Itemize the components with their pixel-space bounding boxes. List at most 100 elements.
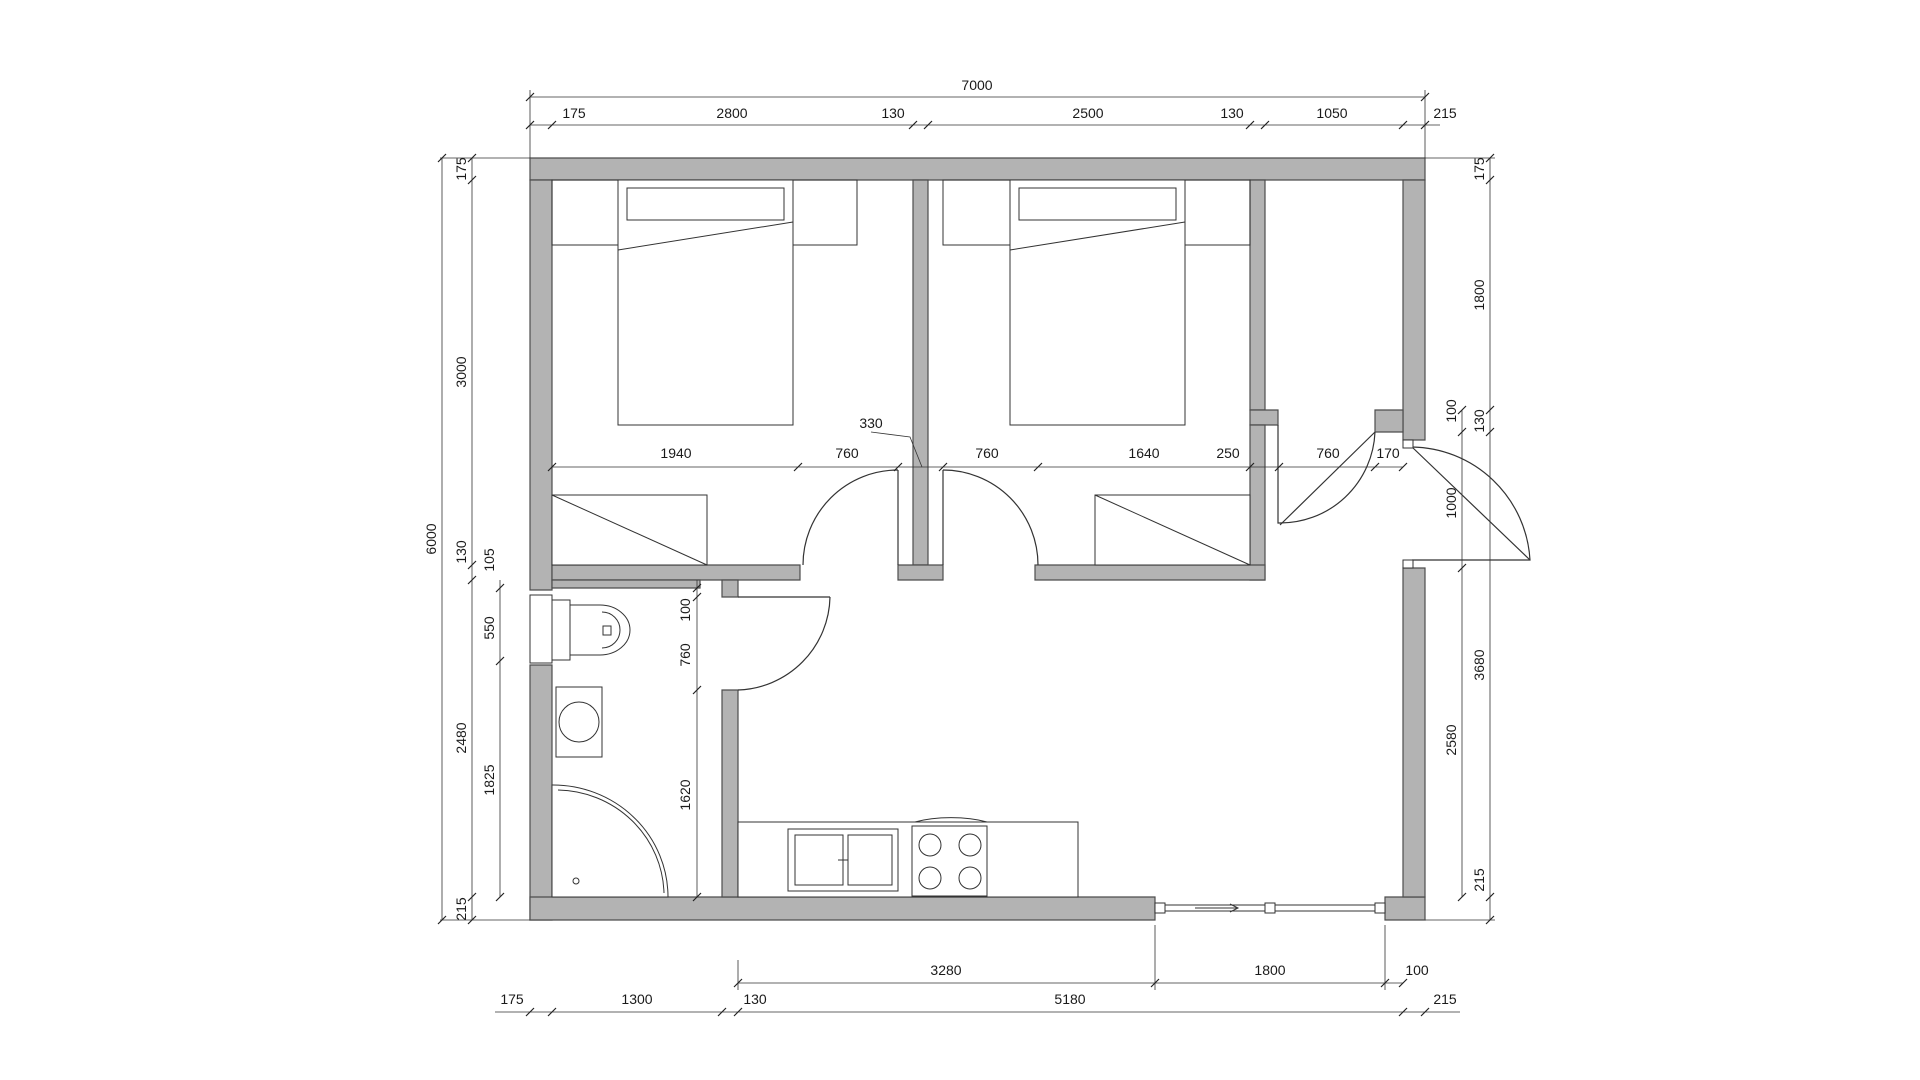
dim-bottom-lower-5: 215 bbox=[1433, 991, 1457, 1007]
bed1-blanket-line bbox=[617, 221, 794, 251]
wall-bottom-left bbox=[529, 896, 1156, 921]
dim-right-1: 175 bbox=[1471, 157, 1487, 181]
toilet-flush-dot bbox=[602, 625, 612, 636]
wall-right-upper bbox=[1402, 179, 1426, 441]
burner-4 bbox=[958, 866, 982, 890]
dim-mid-7: 170 bbox=[1376, 445, 1400, 461]
wall-bedroom1-bottom bbox=[551, 564, 801, 581]
wall-bedroom2-bottom bbox=[1034, 564, 1266, 581]
shower-tray-inner bbox=[557, 789, 665, 894]
walls bbox=[529, 157, 1426, 921]
door-entrance-jamb-bottom bbox=[1402, 559, 1414, 569]
shower-tray bbox=[551, 784, 669, 898]
door-bathroom-swing bbox=[737, 596, 831, 691]
wall-bathroom-cap bbox=[721, 579, 739, 598]
door-balcony-arrow bbox=[1195, 903, 1240, 913]
washbasin-bowl bbox=[558, 701, 600, 743]
dim-bottom-lower-1: 175 bbox=[500, 991, 524, 1007]
dim-bottom-upper-2: 1800 bbox=[1254, 962, 1285, 978]
wall-bathroom-right bbox=[721, 689, 739, 898]
wardrobe1-diagonal bbox=[551, 494, 708, 566]
dim-mid-1: 1940 bbox=[660, 445, 691, 461]
bed1-pillow bbox=[626, 187, 785, 221]
door-bedroom1-swing bbox=[802, 469, 899, 566]
window-frame bbox=[529, 594, 553, 664]
wall-bedrooms-partition bbox=[912, 179, 929, 566]
dim-bath-2: 760 bbox=[677, 643, 693, 667]
cooktop-hood-arc bbox=[914, 817, 988, 823]
door-balcony-frame-mid bbox=[1264, 902, 1276, 914]
bed2 bbox=[1009, 179, 1186, 426]
dim-right-3: 130 bbox=[1471, 409, 1487, 433]
wall-top bbox=[529, 157, 1426, 181]
wall-left-upper bbox=[529, 179, 553, 591]
door-closet-swing bbox=[1277, 425, 1376, 524]
dim-bath-1: 100 bbox=[677, 598, 693, 622]
toilet-tank bbox=[551, 599, 571, 661]
dim-mid-3: 760 bbox=[975, 445, 999, 461]
dim-mid-6: 760 bbox=[1316, 445, 1340, 461]
dim-bottom-upper-3: 100 bbox=[1405, 962, 1429, 978]
dimensions-bottom: 3280 1800 100 175 1300 130 5180 215 bbox=[495, 925, 1460, 1017]
wall-bottom-right bbox=[1384, 896, 1426, 921]
dimensions-bathroom: 100 760 1620 bbox=[677, 580, 702, 902]
dim-left-4: 2480 bbox=[453, 722, 469, 753]
wall-left-lower bbox=[529, 664, 553, 921]
dim-bath-3: 1620 bbox=[677, 779, 693, 810]
dim-left-3: 130 bbox=[453, 540, 469, 564]
dim-left-inner-2: 550 bbox=[481, 616, 497, 640]
dim-bottom-upper-1: 3280 bbox=[930, 962, 961, 978]
burner-2 bbox=[958, 833, 982, 857]
dim-right-inner-3: 2580 bbox=[1443, 724, 1459, 755]
dim-left-overall: 6000 bbox=[423, 523, 439, 554]
wall-partition-foot bbox=[897, 564, 944, 581]
wall-closet-partition bbox=[1249, 179, 1266, 411]
wall-closet-partition-lower bbox=[1249, 424, 1266, 581]
dim-mid-4: 1640 bbox=[1128, 445, 1159, 461]
dim-top-4: 2500 bbox=[1072, 105, 1103, 121]
dim-mid-label: 330 bbox=[859, 415, 883, 431]
doors bbox=[737, 425, 1531, 914]
dim-bottom-lower-2: 1300 bbox=[621, 991, 652, 1007]
bed2-pillow bbox=[1018, 187, 1177, 221]
dimensions-left: 6000 175 3000 130 2480 215 105 550 1825 bbox=[423, 153, 530, 925]
shower-drain bbox=[572, 877, 580, 885]
dim-right-inner-2: 1000 bbox=[1443, 487, 1459, 518]
wall-bathroom-top bbox=[551, 579, 701, 589]
dimensions-right: 175 1800 130 3680 215 100 1000 2580 bbox=[1425, 153, 1495, 925]
dim-top-7: 215 bbox=[1433, 105, 1457, 121]
dim-bottom-lower-3: 130 bbox=[743, 991, 767, 1007]
dim-top-6: 1050 bbox=[1316, 105, 1347, 121]
door-balcony-frame-right bbox=[1374, 902, 1386, 914]
door-balcony-frame-left bbox=[1154, 902, 1166, 914]
dim-right-5: 215 bbox=[1471, 868, 1487, 892]
furniture bbox=[529, 179, 1251, 898]
dim-top-2: 2800 bbox=[716, 105, 747, 121]
wall-closet-nib bbox=[1249, 409, 1279, 426]
door-bedroom2-swing bbox=[942, 469, 1039, 566]
dim-right-inner-1: 100 bbox=[1443, 399, 1459, 423]
dim-top-5: 130 bbox=[1220, 105, 1244, 121]
dim-right-2: 1800 bbox=[1471, 279, 1487, 310]
dim-left-2: 3000 bbox=[453, 356, 469, 387]
burner-3 bbox=[918, 866, 942, 890]
dimensions-top: 7000 175 2800 130 2500 130 1050 215 bbox=[525, 77, 1457, 158]
toilet-seat bbox=[601, 611, 621, 649]
dim-top-3: 130 bbox=[881, 105, 905, 121]
bed1 bbox=[617, 179, 794, 426]
dim-right-4: 3680 bbox=[1471, 649, 1487, 680]
burner-1 bbox=[918, 833, 942, 857]
wardrobe2-diagonal bbox=[1094, 494, 1251, 566]
door-closet-leaf bbox=[1279, 431, 1376, 526]
door-entrance-swing bbox=[1411, 446, 1531, 561]
wall-right-lower bbox=[1402, 567, 1426, 898]
dim-left-inner-3: 1825 bbox=[481, 764, 497, 795]
dim-left-5: 215 bbox=[453, 897, 469, 921]
sink-drainer bbox=[847, 834, 893, 886]
wall-right-notch bbox=[1374, 409, 1404, 433]
sink-bowl bbox=[794, 834, 844, 886]
door-entrance-jamb-top bbox=[1402, 439, 1414, 449]
dimensions-middle: 330 1940 760 760 1640 250 760 170 bbox=[547, 415, 1408, 472]
dim-left-inner-1: 105 bbox=[481, 548, 497, 572]
